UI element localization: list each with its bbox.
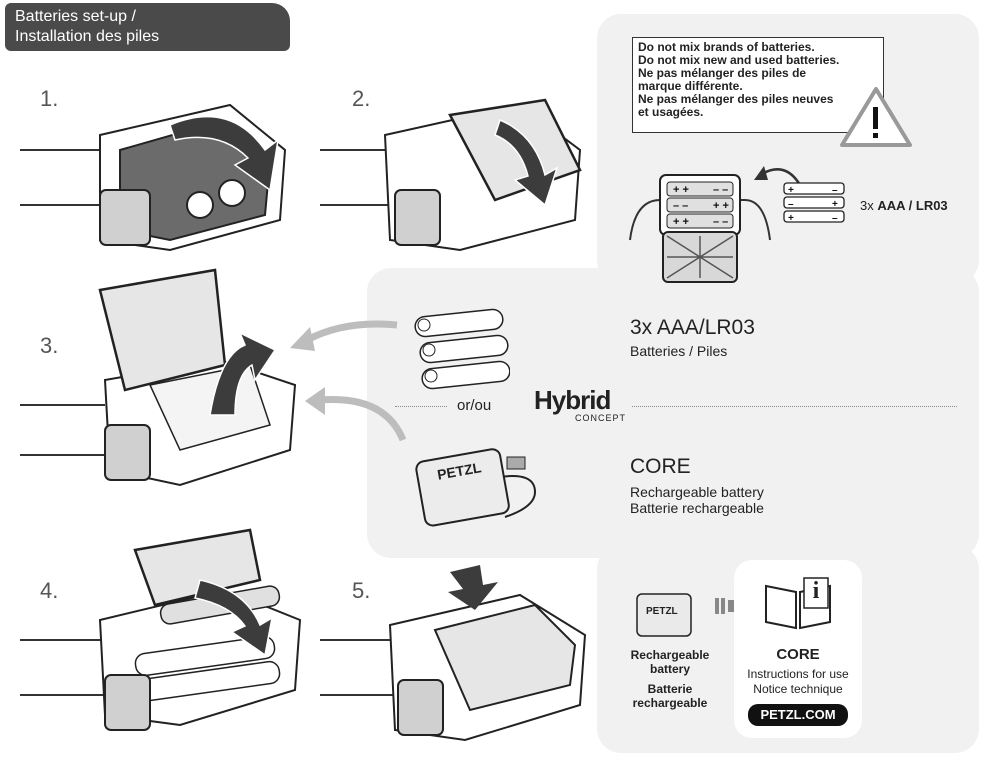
core-battery-illustration [415,448,537,527]
svg-text:+ +: + + [673,216,689,228]
svg-text:–: – [788,199,794,210]
title-line-2: Installation des piles [15,28,160,45]
instructions-line-1: Instructions for use [747,667,849,681]
book-title: CORE [776,646,820,663]
aaa-title: 3x AAA/LR03 [630,316,755,339]
option-arrows-icon [290,320,407,442]
rechargeable-battery-icon [636,593,692,637]
step-2-headlamp-illustration [320,98,582,252]
hybrid-logo-text: Hybrid [534,385,611,415]
warning-line: et usagées. [638,105,704,119]
step-3-headlamp-illustration [20,268,297,487]
instruction-book-icon [765,577,831,630]
svg-text:+: + [832,199,838,210]
aaa-batteries-icon: + – – + + – [783,182,845,224]
rechargeable-line-1: Rechargeable [630,648,710,662]
core-title: CORE [630,455,691,478]
info-icon: i [812,578,820,604]
hybrid-concept-text: CONCEPT [574,413,626,423]
insert-arrow-icon [754,166,802,186]
step-3-number: 3. [40,333,59,358]
title-line-1: Batteries set-up / [15,8,136,25]
step-4-number: 4. [40,578,59,603]
warning-line: Do not mix brands of batteries. [638,40,815,54]
svg-text:+ +: + + [713,200,729,212]
svg-text:+: + [788,213,794,224]
warning-line: Ne pas mélanger des piles neuves [638,92,834,106]
instructions-line-2: Notice technique [753,682,843,696]
step-1-number: 1. [40,86,59,111]
page-title: Batteries set-up / Installation des pile… [5,3,290,51]
batterie-line-1: Batterie [647,682,693,696]
core-line-2: Batterie rechargeable [630,500,764,516]
svg-text:–: – [832,185,838,196]
rechargeable-line-2: battery [649,662,690,676]
step-1-headlamp-illustration [20,103,287,252]
step-4-headlamp-illustration [20,528,302,731]
step-2-number: 2. [352,86,371,111]
warning-box: Do not mix brands of batteries. Do not m… [632,37,884,133]
battery-spec-type: AAA / LR03 [877,198,948,213]
or-label: or/ou [457,397,492,414]
step-5-headlamp-illustration [320,565,587,742]
step-5-number: 5. [352,578,371,603]
battery-spec: 3x AAA / LR03 [860,198,948,213]
hybrid-logo: Hybrid CONCEPT [534,387,626,427]
petzl-url-link[interactable]: PETZL.COM [748,704,848,726]
core-line-1: Rechargeable battery [630,484,764,500]
warning-line: Do not mix new and used batteries. [638,53,840,67]
battery-compartment-illustration: + + – – – – + + + + – – [629,174,771,283]
batterie-line-2: rechargeable [632,696,708,710]
warning-triangle-icon [840,87,912,147]
battery-spec-qty: 3x [860,198,874,213]
aaa-batteries-illustration [414,308,510,390]
rechargeable-battery-label: Rechargeable battery Batterie rechargeab… [620,648,720,710]
divider-left [395,406,447,407]
svg-text:+ +: + + [673,184,689,196]
warning-line: marque différente. [638,79,743,93]
svg-text:– –: – – [713,184,728,196]
svg-text:–: – [832,213,838,224]
divider-right [632,406,957,407]
warning-line: Ne pas mélanger des piles de [638,66,807,80]
rechargeable-battery-brand: PETZL [646,606,678,617]
aaa-subtitle: Batteries / Piles [630,343,728,359]
svg-text:– –: – – [713,216,728,228]
svg-text:– –: – – [673,200,688,212]
svg-text:+: + [788,185,794,196]
